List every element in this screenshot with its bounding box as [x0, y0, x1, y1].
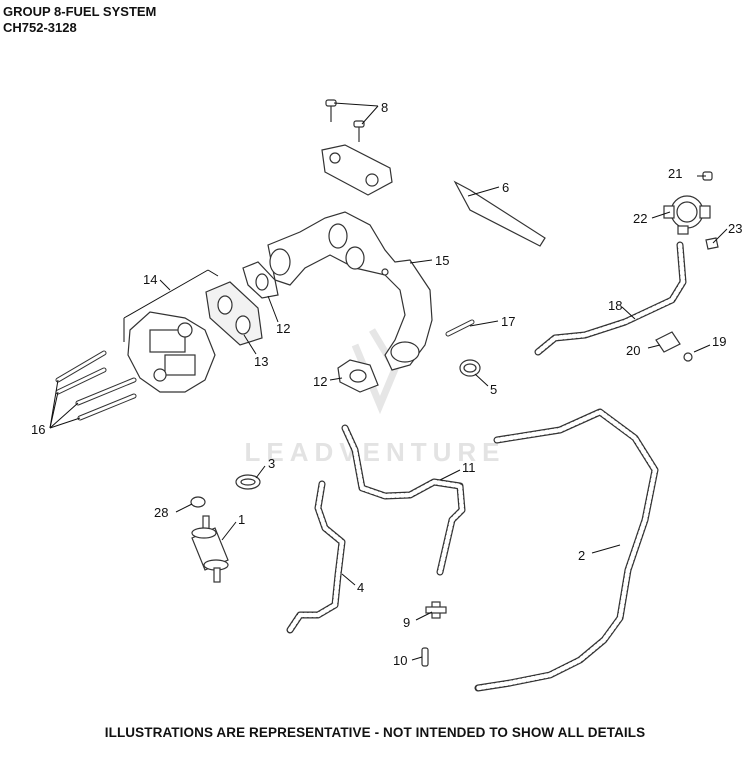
callout-16: 16	[31, 422, 45, 437]
callout-21: 21	[668, 166, 682, 181]
model-number: CH752-3128	[3, 20, 77, 35]
callout-9: 9	[403, 615, 410, 630]
part-12-gasket-upper	[242, 261, 279, 299]
part-13-spacer	[205, 281, 263, 346]
callout-19: 19	[712, 334, 726, 349]
callout-12-lower: 12	[313, 374, 327, 389]
callout-5: 5	[490, 382, 497, 397]
part-15-intake-manifold	[267, 211, 433, 371]
callout-22: 22	[633, 211, 647, 226]
part-12-gasket-lower	[337, 359, 379, 393]
callout-14: 14	[143, 272, 157, 287]
page-title: GROUP 8-FUEL SYSTEM	[3, 4, 157, 19]
watermark: LEADVENTURE	[244, 437, 506, 467]
leader-lines	[49, 102, 728, 661]
part-8-bolts	[325, 99, 365, 142]
part-20-bracket	[655, 331, 681, 353]
callout-4: 4	[357, 580, 364, 595]
callout-2: 2	[578, 548, 585, 563]
part-17-bolt	[445, 319, 475, 337]
callout-1: 1	[238, 512, 245, 527]
part-19-screw	[683, 352, 693, 362]
part-10-tube	[421, 647, 429, 667]
callout-13: 13	[254, 354, 268, 369]
part-4-hose	[286, 480, 346, 634]
callout-6: 6	[502, 180, 509, 195]
callout-3: 3	[268, 456, 275, 471]
part-14-carburetor	[123, 269, 219, 393]
callout-17: 17	[501, 314, 515, 329]
part-28-clip	[190, 496, 206, 508]
callout-23: 23	[728, 221, 742, 236]
part-16-studs	[55, 350, 137, 421]
part-3-clamp	[235, 474, 261, 490]
callout-12-upper: 12	[276, 321, 290, 336]
callout-11: 11	[462, 460, 476, 475]
mounting-bracket	[321, 144, 393, 196]
part-5-clamp	[459, 359, 481, 377]
callout-18: 18	[608, 298, 622, 313]
part-18-hose	[534, 241, 687, 356]
callout-15: 15	[435, 253, 449, 268]
callout-28: 28	[154, 505, 168, 520]
part-22-fuel-pump	[663, 195, 711, 235]
part-6-plate	[453, 180, 546, 247]
callout-10: 10	[393, 653, 407, 668]
callout-8: 8	[381, 100, 388, 115]
callouts: 8 6 21 22 23 14 15 12 13 17 18 20 19 12 …	[31, 100, 742, 668]
part-1-fuel-filter	[191, 515, 229, 583]
part-2-hose	[474, 408, 659, 692]
disclaimer-footer: ILLUSTRATIONS ARE REPRESENTATIVE - NOT I…	[104, 725, 646, 740]
part-9-valve	[425, 601, 447, 619]
part-11-hose	[341, 424, 466, 576]
callout-20: 20	[626, 343, 640, 358]
